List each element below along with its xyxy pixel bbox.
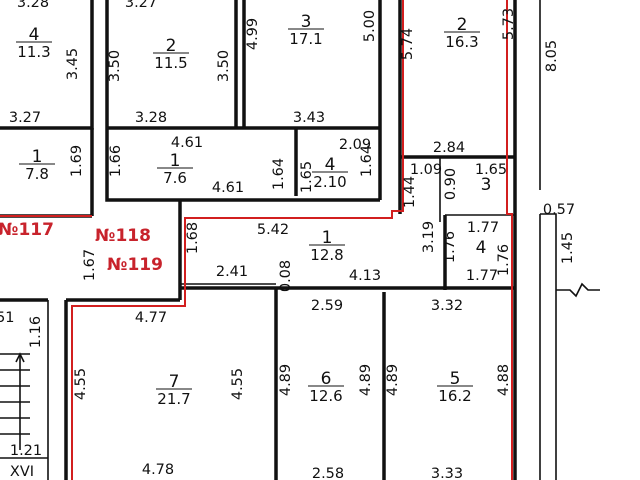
dimension-label: 3.43 (293, 110, 325, 126)
dimension-label: 1.44 (402, 176, 418, 208)
dimension-label: 1.16 (28, 316, 44, 348)
room-number: 6 (321, 369, 332, 389)
dimension-label: 1.76 (496, 244, 512, 276)
dimension-label: 4.89 (385, 364, 401, 396)
dimension-label: 0.57 (543, 202, 575, 218)
room-area: 17.1 (289, 30, 322, 48)
dimension-label: 0.08 (278, 260, 294, 292)
dimension-label: 5.42 (257, 222, 289, 238)
dimension-label: 3.27 (125, 0, 157, 11)
room-area: 11.5 (154, 54, 187, 72)
room-area: 2.10 (313, 173, 346, 191)
room-area: 16.2 (438, 387, 471, 405)
dimension-label: 1.77 (466, 268, 498, 284)
dimension-label: 1.64 (271, 158, 287, 190)
dimension-label: 1.69 (69, 145, 85, 177)
dimension-label: 3.19 (421, 221, 437, 253)
dimension-label: 3.28 (17, 0, 49, 11)
dimension-label: 4.61 (171, 135, 203, 151)
room-area: 12.8 (310, 246, 343, 264)
dimension-label: 5.00 (362, 10, 378, 42)
room-area: 7.6 (163, 169, 187, 187)
dimension-label: XVI (10, 464, 34, 480)
apartment-boundary-red (506, 0, 513, 480)
dimension-label: 4.99 (245, 18, 261, 50)
stair-arrow-head (15, 352, 25, 363)
dimension-label: 1.67 (82, 249, 98, 281)
dimension-label: 1.68 (185, 222, 201, 254)
apartment-label: №118 (95, 226, 151, 246)
room-number: 2 (457, 15, 468, 35)
dimension-label: 4.77 (135, 310, 167, 326)
room-area: 11.3 (17, 43, 50, 61)
wall-segment (105, 0, 180, 202)
dimension-label: 4.61 (212, 180, 244, 196)
dimension-label: 2.58 (312, 466, 344, 480)
dimension-label: 2.41 (216, 264, 248, 280)
room-number: 1 (170, 151, 181, 171)
room-number: 2 (166, 36, 177, 56)
room-number: 1 (322, 228, 333, 248)
dimension-label: 1.64 (359, 145, 375, 177)
room-number: 3 (481, 175, 492, 195)
dimension-label: 4.13 (349, 268, 381, 284)
dimension-labels: 3.28 3.27 3.45 3.27 3.50 3.50 3.28 4.99 5.00 3.43… (0, 0, 576, 480)
dimension-label: 3.50 (107, 50, 123, 82)
walls (0, 0, 600, 480)
room-number: 4 (29, 25, 40, 45)
dimension-label: 5.74 (400, 28, 416, 60)
dimension-label: 2.84 (433, 140, 465, 156)
dimension-label: 1.65 (475, 162, 507, 178)
dimension-label: 0.90 (443, 168, 459, 200)
dimension-label: 1.65 (299, 161, 315, 193)
dimension-label: 3.27 (9, 110, 41, 126)
room-area: 7.8 (25, 165, 49, 183)
dimension-label: 1.76 (442, 231, 458, 263)
dimension-label: 4.89 (278, 364, 294, 396)
apartment-label: №119 (107, 255, 163, 275)
break-line (556, 282, 600, 298)
dimension-label: .51 (0, 310, 15, 326)
dimension-label: 1.45 (560, 232, 576, 264)
room-area: 21.7 (157, 390, 190, 408)
dimension-label: 3.32 (431, 298, 463, 314)
dimension-label: 4.89 (358, 364, 374, 396)
apartment-label: №117 (0, 220, 54, 240)
wall-segment (540, 213, 557, 480)
dimension-label: 2.59 (311, 298, 343, 314)
dimension-label: 1.77 (467, 220, 499, 236)
dimension-label: 2.09 (339, 137, 371, 153)
dimension-label: 1.09 (410, 162, 442, 178)
apartment-boundaries (0, 0, 513, 480)
dimension-label: 3.45 (65, 48, 81, 80)
room-number: 5 (450, 369, 461, 389)
dimension-label: 5.73 (501, 8, 517, 40)
room-area: 12.6 (309, 387, 342, 405)
room-area: 16.3 (445, 33, 478, 51)
apartment-labels: №117 №118 №119 (0, 220, 163, 275)
room-number: 4 (325, 155, 336, 175)
dimension-label: 4.55 (73, 368, 89, 400)
room-number: 7 (169, 372, 180, 392)
dimension-label: 1.21 (10, 443, 42, 459)
room-number: 1 (32, 147, 43, 167)
dimension-label: 1.66 (108, 145, 124, 177)
apartment-boundary-red (71, 0, 404, 480)
dimension-label: 4.78 (142, 462, 174, 478)
dimension-label: 3.33 (431, 466, 463, 480)
dimension-label: 4.88 (496, 364, 512, 396)
dimension-label: 3.50 (216, 50, 232, 82)
dimension-label: 3.28 (135, 110, 167, 126)
room-number: 3 (301, 12, 312, 32)
dimension-label: 8.05 (544, 40, 560, 72)
room-number: 4 (476, 238, 487, 258)
dimension-label: 4.55 (230, 368, 246, 400)
staircase (0, 352, 48, 459)
